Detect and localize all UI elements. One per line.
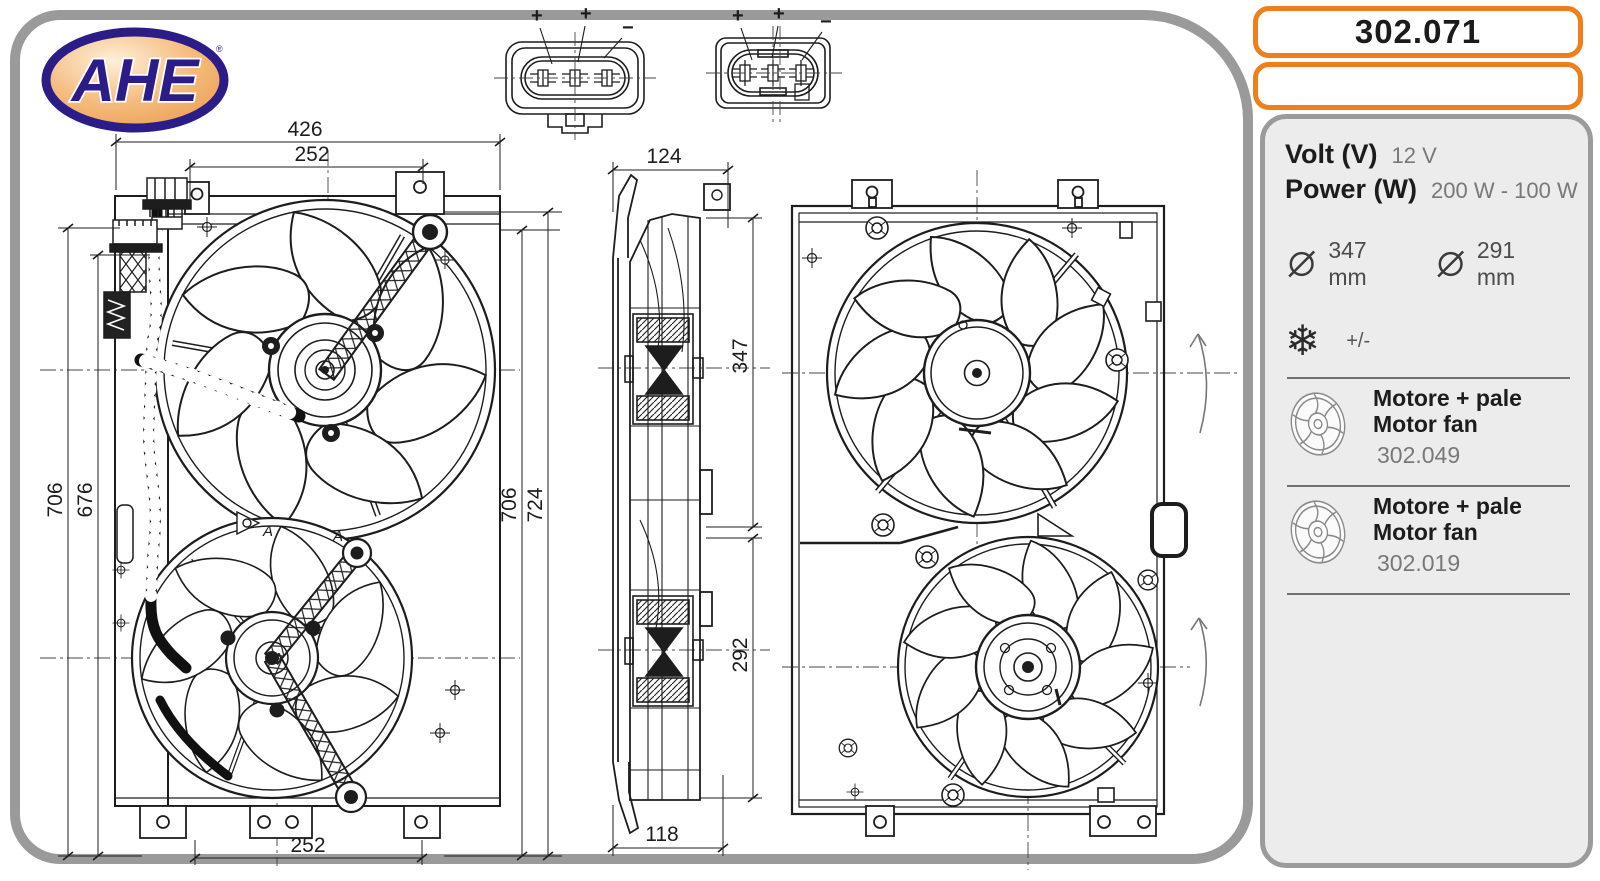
dim-front-right-inner: 706	[498, 487, 521, 522]
dim-side-fan2: 292	[729, 637, 752, 672]
dim-side-top: 124	[646, 145, 681, 168]
related-part-code: 302.049	[1377, 442, 1461, 468]
power-label: Power (W)	[1285, 174, 1417, 204]
fan-icon	[1285, 385, 1373, 466]
air-conditioning-row: ❄ +/-	[1285, 317, 1572, 364]
technical-drawing: AHE ® + + −	[40, 3, 1238, 870]
front-view-drawing: A A	[40, 150, 520, 866]
volt-value: 12 V	[1391, 143, 1437, 168]
diameter-1-value: 347 mm	[1328, 237, 1367, 290]
dim-front-left-outer: 706	[44, 482, 67, 517]
connector-a-pin1-label: +	[531, 5, 543, 27]
side-view-drawing	[598, 173, 770, 835]
connector-b-pin3-label: −	[820, 11, 832, 33]
power-spec-row: Power (W) 200 W - 100 W	[1285, 174, 1578, 205]
section-mark-a2: A	[332, 528, 343, 545]
brand-logo: AHE ®	[41, 27, 229, 133]
connector-b-drawing	[706, 25, 842, 122]
divider	[1287, 377, 1570, 379]
connector-b-pin1-label: +	[732, 5, 744, 27]
volt-label: Volt (V)	[1285, 139, 1378, 169]
dim-front-left-inner: 676	[74, 482, 97, 517]
registered-mark: ®	[216, 44, 223, 54]
snowflake-icon: ❄	[1285, 317, 1321, 364]
part-number-box: 302.071	[1253, 6, 1583, 58]
air-conditioning-value: +/-	[1346, 329, 1371, 352]
diameter-2-value: 291 mm	[1476, 237, 1516, 290]
related-part-name-it: Motore + pale	[1373, 493, 1522, 519]
part-number: 302.071	[1354, 13, 1482, 50]
related-part-text: Motore + pale Motor fan 302.049	[1373, 385, 1522, 469]
connector-a-pin3-label: −	[622, 17, 634, 39]
dim-front-top-inner: 252	[294, 143, 329, 166]
related-part-row: Motore + pale Motor fan 302.049	[1285, 385, 1572, 469]
dim-side-bottom: 118	[645, 823, 678, 846]
dim-front-top-outer: 426	[287, 118, 322, 141]
connector-b-pin2-label: +	[773, 3, 785, 25]
rear-view-drawing	[782, 170, 1238, 870]
spec-panel: Volt (V) 12 V Power (W) 200 W - 100 W 34…	[1260, 114, 1593, 868]
related-part-text: Motore + pale Motor fan 302.019	[1373, 493, 1522, 577]
related-part-row: Motore + pale Motor fan 302.019	[1285, 493, 1572, 577]
related-part-code: 302.019	[1377, 550, 1461, 576]
section-mark-a1: A	[262, 523, 273, 540]
secondary-code-box	[1253, 62, 1583, 110]
dim-front-bottom: 252	[290, 834, 325, 857]
fan-icon	[1285, 493, 1373, 574]
related-part-name-it: Motore + pale	[1373, 385, 1522, 411]
divider	[1287, 485, 1570, 487]
brand-logo-text: AHE	[70, 47, 201, 114]
dim-front-right-outer: 724	[524, 487, 547, 522]
side-view-dimensions	[607, 162, 762, 856]
related-part-name-en: Motor fan	[1373, 411, 1478, 437]
power-value: 200 W - 100 W	[1431, 178, 1578, 203]
diameter-row: 347 mm 291 mm	[1285, 237, 1572, 291]
diameter-icon	[1436, 250, 1464, 278]
diameter-icon	[1288, 250, 1316, 278]
front-view-dimensions	[58, 134, 562, 865]
connector-a-pin2-label: +	[580, 3, 592, 25]
related-part-name-en: Motor fan	[1373, 519, 1478, 545]
divider	[1287, 593, 1570, 595]
dim-side-fan1: 347	[729, 338, 752, 373]
rotation-arrows	[1189, 333, 1208, 707]
volt-spec-row: Volt (V) 12 V	[1285, 139, 1572, 170]
connector-a-drawing	[494, 25, 656, 140]
